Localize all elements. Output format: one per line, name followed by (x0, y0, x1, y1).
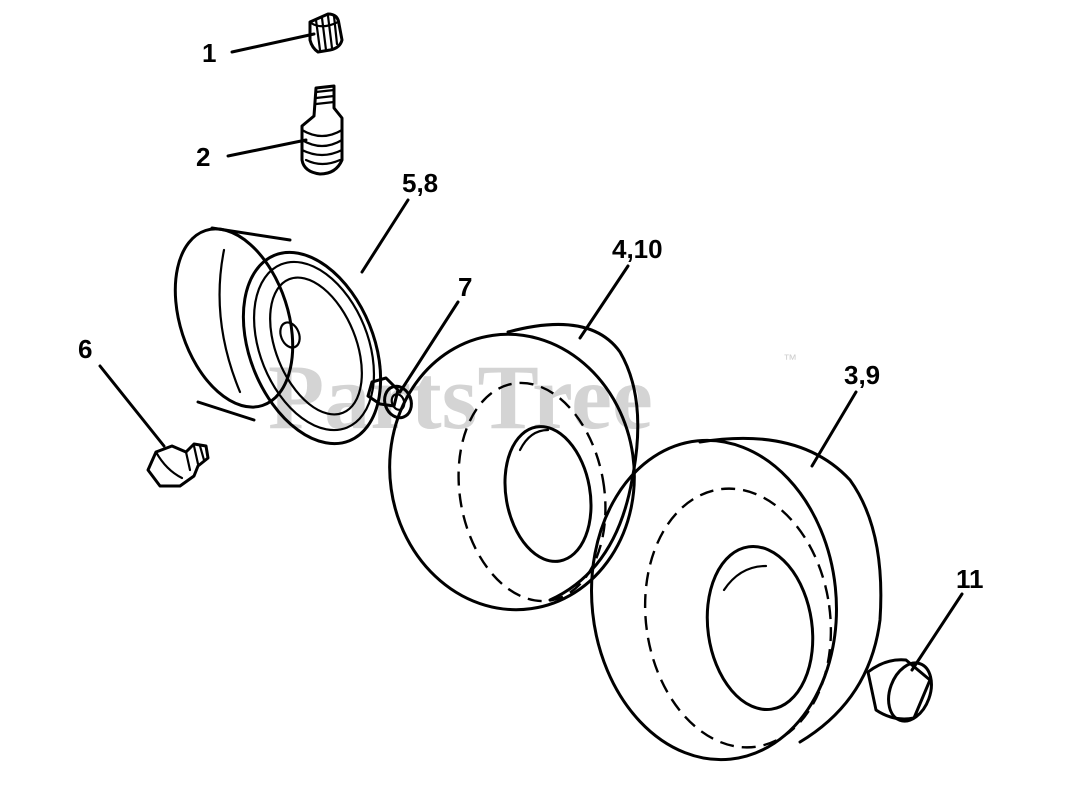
leader-1 (230, 32, 316, 54)
part-tire-front (388, 322, 640, 612)
part-lug-bolt (146, 442, 210, 488)
callout-6: 6 (78, 334, 92, 364)
part-valve-stem (300, 84, 344, 176)
callout-11: 11 (956, 564, 984, 594)
callout-4-10: 4,10 (612, 234, 663, 264)
watermark-text: PartsTree (268, 346, 653, 448)
watermark: PartsTree ™ (268, 346, 797, 448)
callout-7: 7 (458, 272, 472, 302)
callout-labels: 1 2 5,8 4,10 7 6 3,9 11 (78, 38, 984, 594)
callout-1: 1 (202, 38, 216, 68)
leader-6 (98, 364, 166, 448)
part-tire-rear (590, 436, 883, 762)
leader-4-10 (578, 264, 630, 340)
leader-2 (226, 138, 308, 158)
watermark-trademark: ™ (783, 351, 797, 367)
part-valve-cap (308, 12, 344, 54)
leader-7 (398, 300, 460, 394)
leader-lines (98, 32, 964, 672)
leader-3-9 (810, 390, 858, 468)
callout-3-9: 3,9 (844, 360, 880, 390)
part-rim (173, 226, 383, 446)
leader-5-8 (360, 198, 410, 274)
callout-5-8: 5,8 (402, 168, 438, 198)
callout-2: 2 (196, 142, 210, 172)
leader-11 (910, 592, 964, 672)
part-hub-cap (866, 658, 933, 723)
